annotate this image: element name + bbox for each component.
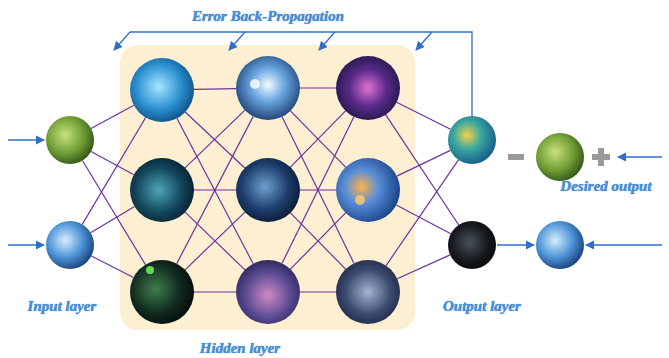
desired-neuron xyxy=(536,221,584,269)
input-arrow xyxy=(8,244,44,245)
hidden-neuron xyxy=(236,56,300,120)
hidden-neuron xyxy=(236,260,300,324)
synapse-line xyxy=(300,87,336,88)
layer-title: Input layer xyxy=(28,298,97,315)
input-neuron xyxy=(46,116,94,164)
desired-arrow xyxy=(618,156,662,157)
layer-title: Hidden layer xyxy=(200,340,280,357)
synapse-line xyxy=(290,213,345,269)
synapse-line xyxy=(290,213,345,269)
synapse-line xyxy=(91,105,134,128)
hidden-neuron xyxy=(130,260,194,324)
hidden-neuron xyxy=(130,58,194,122)
neuron-circles xyxy=(46,56,584,324)
neuron-sparkle xyxy=(146,266,154,274)
label-holder: Desired output xyxy=(560,178,651,195)
synapse-line xyxy=(194,291,236,292)
synapse-line xyxy=(185,212,245,270)
synapse-line xyxy=(185,110,245,168)
desired-neuron xyxy=(536,133,584,181)
feedback-arrow xyxy=(416,32,432,50)
synapse-line xyxy=(397,102,451,129)
target-title: Desired output xyxy=(560,178,651,195)
feedback-arrow xyxy=(229,32,245,50)
desired-arrow xyxy=(586,244,662,245)
synapse-line xyxy=(397,150,451,176)
synapse-line xyxy=(194,88,236,90)
synapse-line xyxy=(300,291,336,292)
output-neuron xyxy=(448,116,496,164)
synapse-line xyxy=(397,255,450,279)
hidden-neuron xyxy=(236,158,300,222)
synapse-line xyxy=(91,256,133,278)
neuron-sparkle xyxy=(250,79,260,89)
label-holder: Input layer xyxy=(28,298,97,315)
hidden-neuron xyxy=(336,56,400,120)
feedback-arrow xyxy=(114,32,130,50)
comparison-signs xyxy=(508,148,610,166)
label-holder: Error Back-Propagation xyxy=(192,8,344,25)
synapse-line xyxy=(290,111,345,167)
neuron-sparkle xyxy=(355,195,365,205)
minus-sign xyxy=(508,154,524,160)
synapse-line xyxy=(386,115,459,225)
hidden-neuron xyxy=(336,260,400,324)
output-neuron xyxy=(448,221,496,269)
process-title: Error Back-Propagation xyxy=(192,8,344,25)
synapse-line xyxy=(386,160,458,266)
hidden-neuron xyxy=(130,158,194,222)
output-arrow xyxy=(497,244,534,245)
hidden-neuron xyxy=(336,158,400,222)
input-arrow xyxy=(8,139,44,140)
hidden-layer-ground xyxy=(120,45,415,330)
plus-sign xyxy=(598,148,604,166)
synapse-line xyxy=(290,111,345,167)
synapse-line xyxy=(396,205,450,234)
synapse-line xyxy=(91,151,134,174)
input-neuron xyxy=(46,221,94,269)
synapse-line xyxy=(91,206,135,232)
synapse-line xyxy=(185,212,245,270)
layer-title: Output layer xyxy=(443,298,521,315)
feedback-arrow xyxy=(319,32,335,50)
label-holder: Output layer xyxy=(443,298,521,315)
